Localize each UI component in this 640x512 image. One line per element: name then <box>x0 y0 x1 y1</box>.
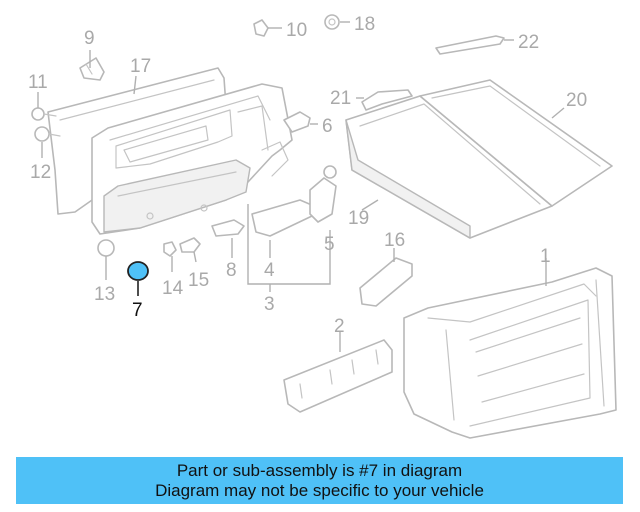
callout-21: 21 <box>330 88 351 109</box>
part-8-pad <box>211 219 245 237</box>
callout-3: 3 <box>264 294 275 315</box>
leader-lines <box>37 21 565 352</box>
part-19-floor-panel <box>345 95 553 239</box>
part-14-clip <box>163 241 177 257</box>
part-6-bracket <box>283 111 311 133</box>
callout-6: 6 <box>322 116 333 137</box>
info-banner: Part or sub-assembly is #7 in diagram Di… <box>16 457 623 504</box>
callout-2: 2 <box>334 316 345 337</box>
callout-labels: 9 17 10 18 22 11 12 21 6 20 19 8 4 5 3 1… <box>28 14 587 337</box>
part-21-handle <box>361 89 413 111</box>
part-22-strip <box>435 35 505 55</box>
callout-16: 16 <box>384 230 405 251</box>
callout-12: 12 <box>30 162 51 183</box>
part-4-sill <box>251 199 315 237</box>
callout-19: 19 <box>348 208 369 229</box>
callout-8: 8 <box>226 260 237 281</box>
banner-line-1: Part or sub-assembly is #7 in diagram <box>176 460 463 480</box>
callout-18: 18 <box>354 14 375 35</box>
callout-20: 20 <box>566 90 587 111</box>
part-15-clip <box>179 237 201 253</box>
door-trim-panel <box>91 83 293 235</box>
callout-7: 7 <box>132 300 143 321</box>
callout-1: 1 <box>540 246 551 267</box>
part-7-highlighted <box>127 261 149 296</box>
callout-4: 4 <box>264 260 275 281</box>
parts-diagram: 9 17 10 18 22 11 12 21 6 20 19 8 4 5 3 1… <box>28 14 617 439</box>
callout-17: 17 <box>130 56 151 77</box>
part-12-fastener <box>34 126 61 142</box>
callout-22: 22 <box>518 32 539 53</box>
callout-9: 9 <box>84 28 95 49</box>
part-10-screw <box>253 19 269 37</box>
part-18-grommet <box>324 14 340 30</box>
part-9-clip <box>79 57 105 81</box>
callout-14: 14 <box>162 278 184 299</box>
callout-15: 15 <box>188 270 209 291</box>
callout-11: 11 <box>28 72 48 93</box>
part-20-floor-panel <box>419 79 613 207</box>
part-16-cover <box>359 257 413 307</box>
part-1-quarter-trim <box>403 267 617 439</box>
part-13-button <box>97 239 115 257</box>
banner-line-2: Diagram may not be specific to your vehi… <box>155 480 484 500</box>
callout-5: 5 <box>324 234 335 255</box>
part-5-trim <box>309 165 337 223</box>
callout-10: 10 <box>286 20 307 41</box>
part-2-bracket <box>283 339 393 413</box>
callout-13: 13 <box>94 284 115 305</box>
